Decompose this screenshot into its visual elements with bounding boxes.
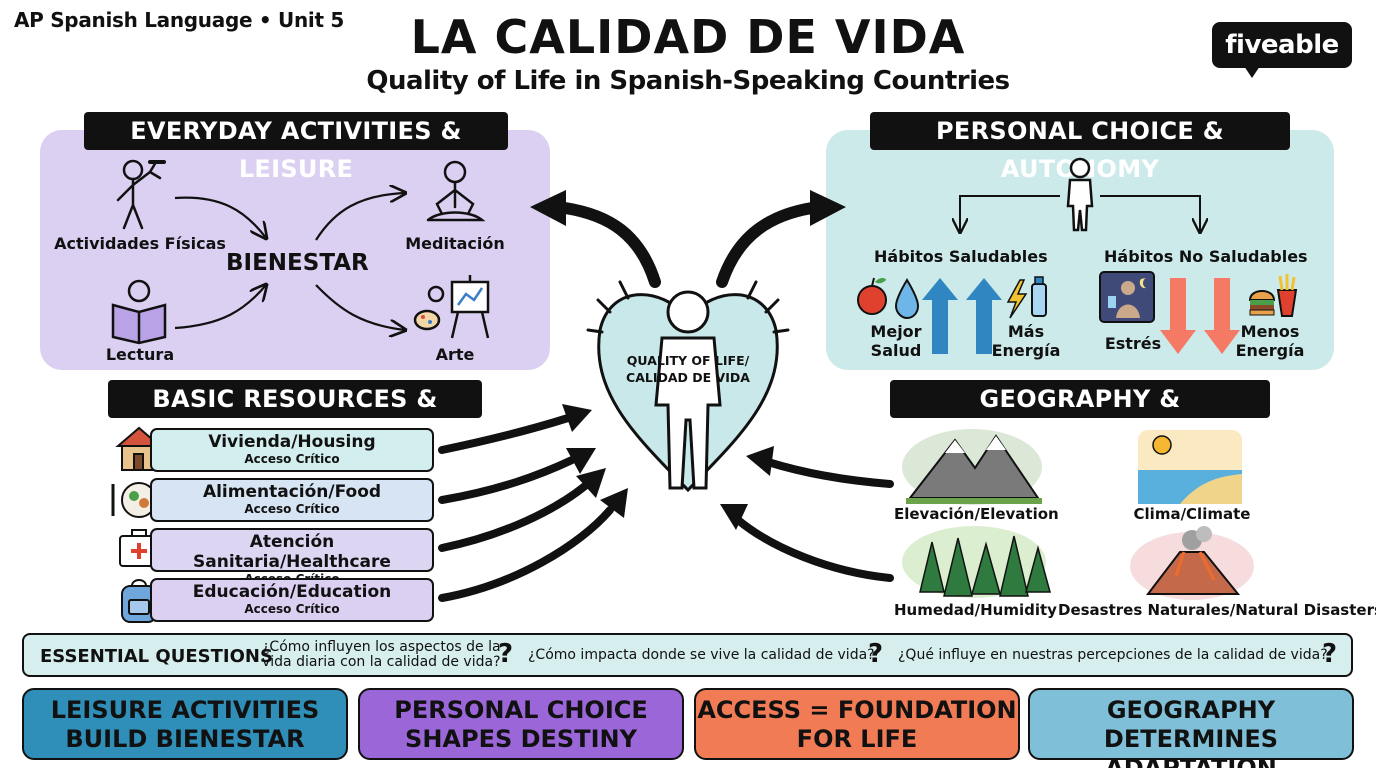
geo-label-climate: Clima/Climate [1133,505,1251,523]
reading-icon [111,279,167,345]
geo-label-elevation: Elevación/Elevation [894,505,1059,523]
resource-housing: Vivienda/Housing Acceso Crítico [150,428,434,472]
takeaway-leisure: LEISURE ACTIVITIES BUILD BIENESTAR [22,688,348,760]
art-easel-icon [413,275,490,339]
down-arrow-icon [1160,278,1240,354]
resource-housing-sub: Acceso Crítico [244,452,340,466]
resource-food: Alimentación/Food Acceso Crítico [150,478,434,522]
question-2: ¿Cómo impacta donde se vive la calidad d… [528,647,875,663]
apple-icon [857,277,887,315]
mountain-elevation-icon [902,429,1042,505]
forest-humidity-icon [902,526,1051,598]
activity-label-physical: Actividades Físicas [54,234,226,253]
takeaway-geography-line1: GEOGRAPHY DETERMINES [1103,696,1279,753]
person-choice-icon [1066,157,1094,232]
resource-food-sub: Acceso Crítico [244,502,340,516]
essential-questions-bar: ESSENTIAL QUESTIONS ¿Cómo influyen los a… [22,633,1353,677]
more-energy-label: Más Energía [990,322,1062,360]
better-health-label: Mejor Salud [860,322,932,360]
volcano-disaster-icon [1130,526,1254,600]
question-1-line2: vida diaria con la calidad de vida? [262,654,501,670]
takeaway-personal-line1: PERSONAL CHOICE [394,696,648,724]
takeaway-personal-choice: PERSONAL CHOICE SHAPES DESTINY [358,688,684,760]
fiveable-logo: fiveable [1212,22,1352,68]
takeaway-geography: GEOGRAPHY DETERMINES ADAPTATION [1028,688,1354,768]
question-1: ¿Cómo influyen los aspectos de la vida d… [262,640,501,670]
resource-housing-title: Vivienda/Housing [208,432,376,452]
everyday-activities-header: EVERYDAY ACTIVITIES & LEISURE [84,112,508,183]
takeaway-personal-line2: SHAPES DESTINY [405,725,637,753]
takeaway-leisure-line1: LEISURE ACTIVITIES [50,696,320,724]
less-energy-label: Menos Energía [1232,322,1308,360]
better-health-line1: Mejor [870,322,922,341]
less-energy-line2: Energía [1235,341,1305,360]
question-1-line1: ¿Cómo influyen los aspectos de la [262,639,501,655]
activity-label-reading: Lectura [105,345,175,364]
takeaway-leisure-line2: BUILD BIENESTAR [65,725,305,753]
more-energy-line2: Energía [991,341,1061,360]
geo-label-humidity: Humedad/Humidity [894,601,1057,619]
course-label: AP Spanish Language • Unit 5 [14,8,345,32]
question-mark-2: ? [868,639,884,669]
geo-label-disasters: Desastres Naturales/Natural Disasters [1058,601,1376,619]
central-heart-figure [586,280,790,493]
better-health-line2: Salud [870,341,922,360]
climate-beach-icon [1138,430,1242,504]
basic-resources-header: BASIC RESOURCES & ACCESS [108,380,482,451]
choice-branches [960,195,1200,232]
meditation-icon [426,160,486,222]
resource-education-title: Educación/Education [192,582,392,602]
page-title: LA CALIDAD DE VIDA [410,10,966,64]
quality-of-life-line2: CALIDAD DE VIDA [626,370,750,385]
arrow-to-leisure [559,202,661,288]
question-mark-3: ? [1322,639,1338,669]
page-subtitle: Quality of Life in Spanish-Speaking Coun… [366,66,1010,96]
activity-label-meditation: Meditación [405,234,505,253]
resource-food-title: Alimentación/Food [202,482,382,502]
arrow-to-leisure-head [530,190,566,226]
essential-questions-label: ESSENTIAL QUESTIONS [40,646,273,667]
healthy-habits-title: Hábitos Saludables [874,247,1048,266]
question-3: ¿Qué influye en nuestras percepciones de… [898,647,1328,663]
up-arrow-icon [922,278,1002,354]
geography-arrows [734,458,894,582]
unhealthy-habits-title: Hábitos No Saludables [1104,247,1308,266]
takeaway-access: ACCESS = FOUNDATION FOR LIFE [694,688,1020,760]
question-mark-1: ? [498,639,514,669]
takeaway-access-line1: ACCESS = FOUNDATION [697,696,1017,724]
activity-label-art: Arte [435,345,475,364]
less-energy-line1: Menos [1240,322,1300,341]
stress-label: Estrés [1104,334,1162,353]
more-energy-line1: Más [1007,322,1045,341]
quality-of-life-line1: QUALITY OF LIFE/ [626,353,750,368]
water-bottle-icon [1031,276,1047,317]
takeaway-geography-line2: ADAPTATION [1105,754,1277,768]
quality-of-life-label: QUALITY OF LIFE/ CALIDAD DE VIDA [604,352,772,386]
resource-arrow-heads [562,404,628,518]
arrow-to-personal-head [810,190,846,226]
resource-education: Educación/Education Acceso Crítico [150,578,434,622]
physical-activity-icon [116,159,166,230]
phone-at-night-icon [1099,271,1155,323]
resource-healthcare: Atención Sanitaria/Healthcare Acceso Crí… [150,528,434,586]
bienestar-arrows [174,193,405,330]
logo-speech-tail [1244,66,1260,78]
arrow-to-personal [716,202,818,288]
water-drop-icon [894,278,920,320]
resource-arrows [438,414,614,602]
fast-food-icon [1248,274,1298,317]
first-aid-icon [119,529,159,567]
resource-education-sub: Acceso Crítico [244,602,340,616]
takeaway-access-line2: FOR LIFE [796,725,918,753]
resource-healthcare-title: Atención Sanitaria/Healthcare [193,532,391,572]
bienestar-label: BIENESTAR [226,250,369,276]
geography-arrow-heads [720,446,774,530]
lightning-icon [1006,279,1028,319]
